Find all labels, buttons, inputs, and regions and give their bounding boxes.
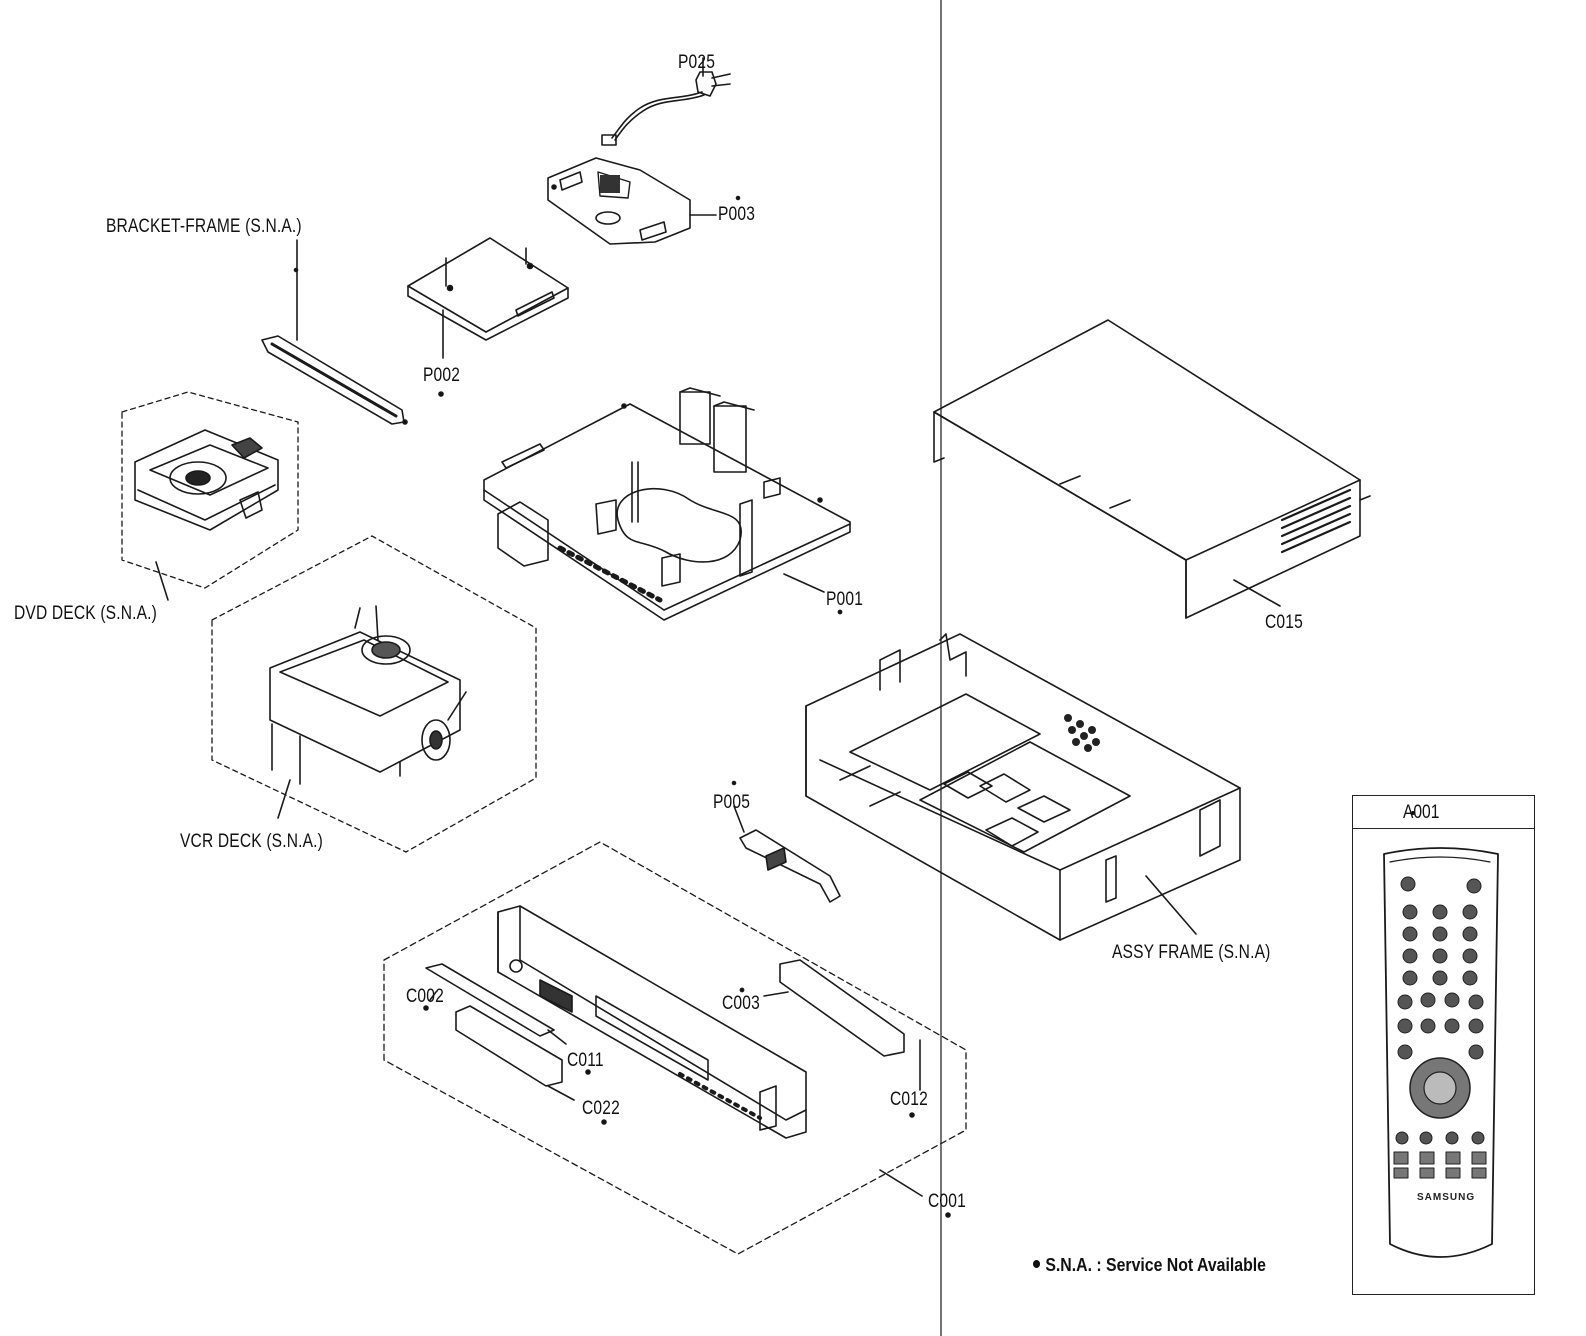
power-board-part	[547, 157, 741, 245]
sna-footnote-text: S.N.A. : Service Not Available	[1045, 1255, 1266, 1275]
remote-control-part	[1383, 811, 1499, 1258]
top-cover-part	[933, 319, 1371, 619]
label-c012: C012	[890, 1089, 928, 1110]
label-c015: C015	[1265, 612, 1303, 633]
label-p001: P001	[826, 589, 864, 610]
front-panel-group	[383, 841, 967, 1255]
label-p005: P005	[713, 792, 751, 813]
label-vcr-deck: VCR DECK (S.N.A.)	[180, 831, 324, 852]
label-dvd-deck: DVD DECK (S.N.A.)	[14, 603, 158, 624]
label-bracket-frame: BRACKET-FRAME (S.N.A.)	[106, 216, 302, 237]
label-a001: A001	[1403, 802, 1440, 823]
remote-brand-text: SAMSUNG	[1417, 1192, 1476, 1203]
main-board-part	[483, 387, 851, 621]
dvd-deck-part	[121, 391, 299, 601]
label-c022: C022	[582, 1098, 620, 1119]
p002-board-part	[407, 237, 569, 397]
sna-footnote: S.N.A. : Service Not Available	[1033, 1255, 1266, 1276]
power-cord-part	[601, 57, 731, 146]
remote-inset-header: A001	[1353, 796, 1534, 829]
label-p002: P002	[423, 365, 461, 386]
label-c002: C002	[406, 986, 444, 1007]
chassis-frame-part	[805, 633, 1241, 941]
bullet-icon	[1033, 1260, 1041, 1269]
label-assy-frame: ASSY FRAME (S.N.A)	[1112, 942, 1271, 963]
vcr-deck-part	[211, 535, 537, 853]
label-p003: P003	[718, 204, 756, 225]
p005-bracket-part	[731, 780, 841, 903]
label-c001: C001	[928, 1191, 966, 1212]
label-c003: C003	[722, 993, 760, 1014]
label-p025: P025	[678, 52, 716, 73]
remote-inset-box: A001	[1352, 795, 1535, 1295]
label-c011: C011	[567, 1050, 604, 1071]
bracket-frame-part	[261, 239, 408, 425]
